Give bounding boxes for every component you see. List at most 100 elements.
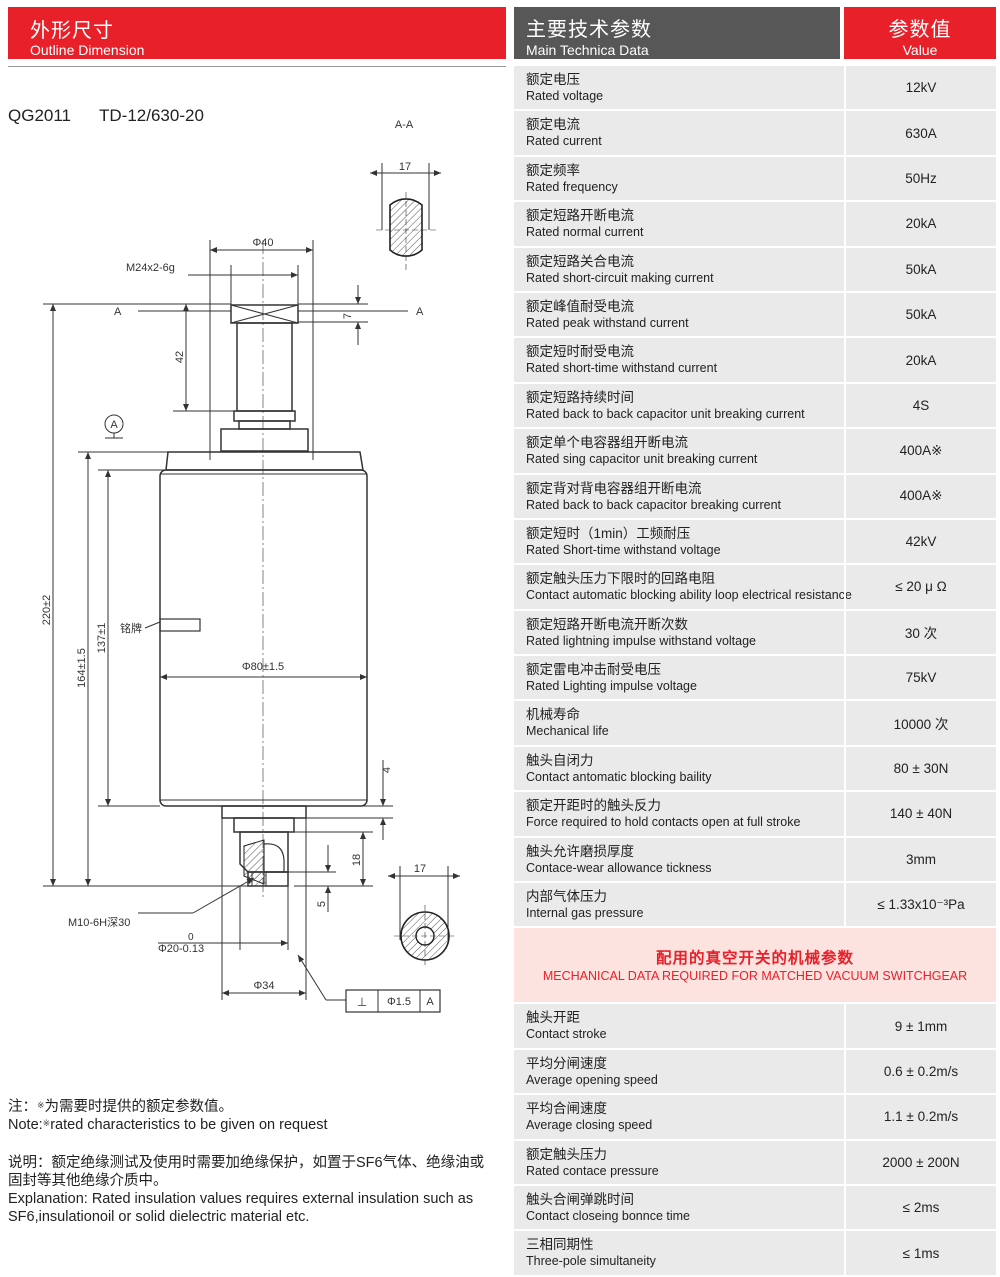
tolerance-datum: A <box>426 996 434 1008</box>
outline-dimension-header: 外形尺寸 Outline Dimension <box>8 7 506 59</box>
row-value: 400A※ <box>844 474 996 518</box>
dim-137: 137±1 <box>96 623 108 654</box>
row-value: ≤ 1.33x10⁻³Pa <box>844 883 996 927</box>
row-value: 12kV <box>844 66 996 110</box>
datum-a: A <box>110 419 118 431</box>
mechanical-header-en: MECHANICAL DATA REQUIRED FOR MATCHED VAC… <box>542 969 968 984</box>
explanation-zh: 说明：额定绝缘测试及使用时需要加绝缘保护，如置于SF6气体、绝缘油或固封等其他绝… <box>8 1155 485 1189</box>
row-label-zh: 额定频率 <box>526 162 580 178</box>
row-label-zh: 额定短路持续时间 <box>526 389 634 405</box>
row-label-zh: 内部气体压力 <box>526 889 607 905</box>
row-value: 80 ± 30N <box>844 746 996 791</box>
row-label-en: Force required to hold contacts open at … <box>526 815 801 830</box>
nameplate-label: 铭牌 <box>120 621 142 635</box>
value-header-zh: 参数值 <box>888 19 952 41</box>
row-label-zh: 额定短路关合电流 <box>526 253 634 269</box>
mechanical-data-header: 配用的真空开关的机械参数 MECHANICAL DATA REQUIRED FO… <box>514 928 996 1005</box>
row-label-zh: 平均合闸速度 <box>526 1101 607 1117</box>
row-label-en: Contact automatic blocking ability loop … <box>526 588 852 603</box>
row-value: 1.1 ± 0.2m/s <box>844 1095 996 1139</box>
row-label-en: Rated short-circuit making current <box>526 270 714 285</box>
row-label-zh: 机械寿命 <box>526 707 580 723</box>
technical-header-zh: 主要技术参数 <box>526 19 652 41</box>
row-label-en: Contace-wear allowance tickness <box>526 860 712 875</box>
row-label-en: Rated Lighting impulse voltage <box>526 679 697 694</box>
section-a-right: A <box>416 306 424 318</box>
row-value: 3mm <box>844 837 996 882</box>
row-label-en: Average opening speed <box>526 1072 658 1087</box>
row-value: 50kA <box>844 292 996 337</box>
row-label-en: Rated frequency <box>526 179 618 194</box>
row-label-zh: 额定开距时的触头反力 <box>526 798 661 814</box>
row-label-zh: 额定触头压力 <box>526 1146 607 1162</box>
row-value: 400A※ <box>844 429 996 473</box>
row-label-en: Rated short-time withstand current <box>526 361 718 376</box>
row-label-zh: 额定电流 <box>526 117 580 133</box>
note-en: Note:※rated characteristics to be given … <box>8 1116 498 1134</box>
dim-phi34: Φ34 <box>253 980 274 992</box>
row-value: 30 次 <box>844 610 996 655</box>
row-label-en: Rated back to back capacitor breaking cu… <box>526 497 781 512</box>
value-header-en: Value <box>902 42 938 58</box>
dim-17-bottom: 17 <box>414 863 426 875</box>
row-value: 50Hz <box>844 156 996 201</box>
dim-5: 5 <box>316 901 328 907</box>
technical-header-en: Main Technica Data <box>526 42 649 58</box>
row-value: 10000 次 <box>844 701 996 745</box>
row-label-en: Contact closeing bonnce time <box>526 1208 690 1223</box>
model-code: QG2011 <box>8 106 72 125</box>
dim-phi40: Φ40 <box>252 237 273 249</box>
row-label-zh: 额定峰值耐受电流 <box>526 298 634 314</box>
row-value: 0.6 ± 0.2m/s <box>844 1049 996 1094</box>
note-en-text: rated characteristics to be given on req… <box>50 1117 328 1133</box>
row-label-en: Contact antomatic blocking baility <box>526 769 712 784</box>
row-label-zh: 额定短路开断电流 <box>526 208 634 224</box>
dim-4: 4 <box>381 767 393 773</box>
outline-header-zh: 外形尺寸 <box>30 20 114 42</box>
dim-phi20: Φ20-0.13 <box>158 943 204 955</box>
dim-42: 42 <box>174 351 186 363</box>
row-value: 4S <box>844 383 996 428</box>
dim-7: 7 <box>342 313 354 319</box>
row-value: 20kA <box>844 338 996 382</box>
row-label-en: Rated voltage <box>526 89 604 103</box>
model-designation: QG2011 TD-12/630-20 <box>8 106 232 126</box>
row-label-en: Rated Short-time withstand voltage <box>526 542 721 557</box>
thread-top: M24x2-6g <box>126 262 175 274</box>
row-label-zh: 额定背对背电容器组开断电流 <box>526 480 702 496</box>
model-type: TD-12/630-20 <box>99 106 204 125</box>
dim-18: 18 <box>351 854 363 866</box>
row-label-zh: 触头允许磨损厚度 <box>526 843 634 859</box>
